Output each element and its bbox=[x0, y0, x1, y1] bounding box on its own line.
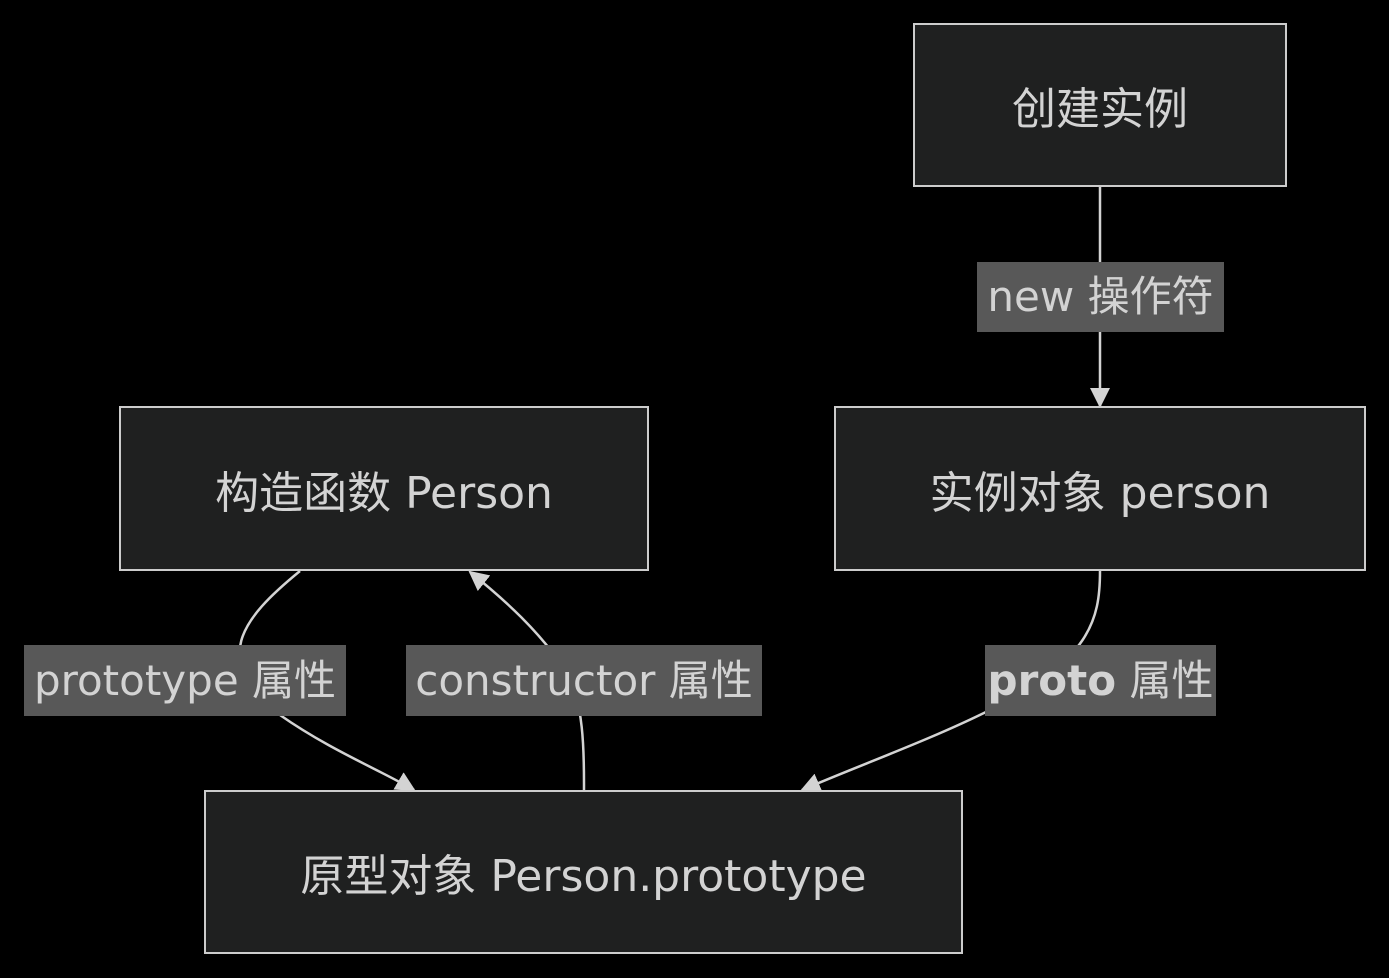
node-prototype-object-label: 原型对象 Person.prototype bbox=[300, 851, 867, 902]
node-instance-object-label: 实例对象 person bbox=[929, 467, 1271, 519]
edge-label-new-operator-text: new 操作符 bbox=[987, 272, 1214, 321]
node-constructor-function: 构造函数 Person bbox=[119, 406, 649, 571]
edge-label-prototype-property-text: prototype 属性 bbox=[33, 655, 337, 705]
node-instance-object: 实例对象 person bbox=[834, 406, 1366, 571]
edge-label-constructor-property-text: constructor 属性 bbox=[415, 655, 753, 705]
edge-label-proto-property: proto 属性 bbox=[985, 645, 1216, 716]
edge-label-constructor-property: constructor 属性 bbox=[406, 645, 762, 716]
edge-label-proto-property-suffix: 属性 bbox=[1116, 655, 1214, 705]
node-create-instance: 创建实例 bbox=[913, 23, 1287, 187]
node-prototype-object: 原型对象 Person.prototype bbox=[204, 790, 963, 954]
node-constructor-function-label: 构造函数 Person bbox=[215, 467, 553, 519]
node-create-instance-label: 创建实例 bbox=[1012, 84, 1188, 135]
edge-label-new-operator: new 操作符 bbox=[977, 262, 1224, 332]
edge-label-proto-property-keyword: proto bbox=[987, 655, 1117, 705]
edge-label-prototype-property: prototype 属性 bbox=[24, 645, 346, 716]
